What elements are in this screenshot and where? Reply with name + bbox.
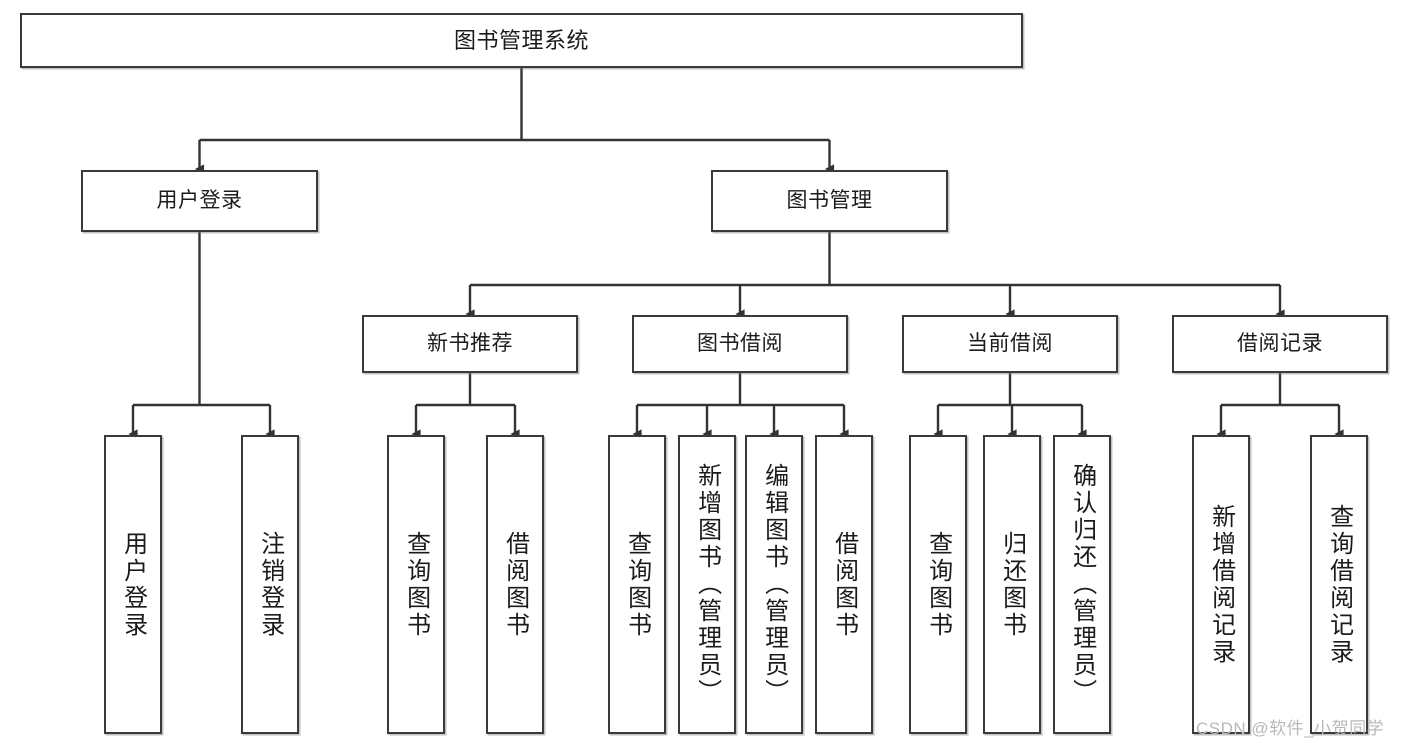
- node-leaf-rec-borrow[interactable]: 借阅图书: [486, 435, 544, 734]
- node-leaf-cb-return[interactable]: 归还图书: [983, 435, 1041, 734]
- node-label: 图书借阅: [697, 331, 783, 355]
- node-label: 借阅图书: [501, 530, 529, 639]
- node-label: 新增借阅记录: [1207, 503, 1235, 666]
- csdn-watermark: CSDN @软件_小贺同学: [1196, 719, 1385, 738]
- node-label: 图书管理: [786, 188, 873, 212]
- node-book-mgmt[interactable]: 图书管理: [711, 170, 948, 232]
- node-leaf-rec-query[interactable]: 查询图书: [387, 435, 445, 734]
- node-leaf-bb-edit[interactable]: 编辑图书（管理员）: [745, 435, 803, 734]
- node-label: 查询图书: [924, 530, 952, 639]
- node-label: 借阅记录: [1237, 331, 1323, 355]
- node-root[interactable]: 图书管理系统: [20, 13, 1023, 68]
- node-label: 当前借阅: [967, 331, 1053, 355]
- node-label: 用户登录: [119, 530, 147, 639]
- node-label: 新书推荐: [427, 331, 513, 355]
- node-label: 注销登录: [256, 530, 284, 639]
- node-label: 图书管理系统: [453, 27, 589, 53]
- node-user-login[interactable]: 用户登录: [81, 170, 318, 232]
- node-leaf-user-logout[interactable]: 注销登录: [241, 435, 299, 734]
- node-label: 确认归还（管理员）: [1068, 463, 1096, 706]
- node-leaf-br-add[interactable]: 新增借阅记录: [1192, 435, 1250, 734]
- node-new-book-rec[interactable]: 新书推荐: [362, 315, 578, 373]
- node-label: 借阅图书: [830, 530, 858, 639]
- node-leaf-user-login[interactable]: 用户登录: [104, 435, 162, 734]
- node-label: 用户登录: [156, 188, 243, 212]
- node-label: 编辑图书（管理员）: [760, 463, 788, 706]
- node-leaf-bb-add[interactable]: 新增图书（管理员）: [678, 435, 736, 734]
- node-borrow-record[interactable]: 借阅记录: [1172, 315, 1388, 373]
- node-leaf-br-query[interactable]: 查询借阅记录: [1310, 435, 1368, 734]
- node-leaf-cb-confirm[interactable]: 确认归还（管理员）: [1053, 435, 1111, 734]
- node-label: 新增图书（管理员）: [693, 463, 721, 706]
- node-leaf-bb-borrow[interactable]: 借阅图书: [815, 435, 873, 734]
- node-label: 查询图书: [623, 530, 651, 639]
- node-label: 查询借阅记录: [1325, 503, 1353, 666]
- node-label: 查询图书: [402, 530, 430, 639]
- node-leaf-cb-query[interactable]: 查询图书: [909, 435, 967, 734]
- node-book-borrow[interactable]: 图书借阅: [632, 315, 848, 373]
- node-leaf-bb-query[interactable]: 查询图书: [608, 435, 666, 734]
- node-current-borrow[interactable]: 当前借阅: [902, 315, 1118, 373]
- node-label: 归还图书: [998, 530, 1026, 639]
